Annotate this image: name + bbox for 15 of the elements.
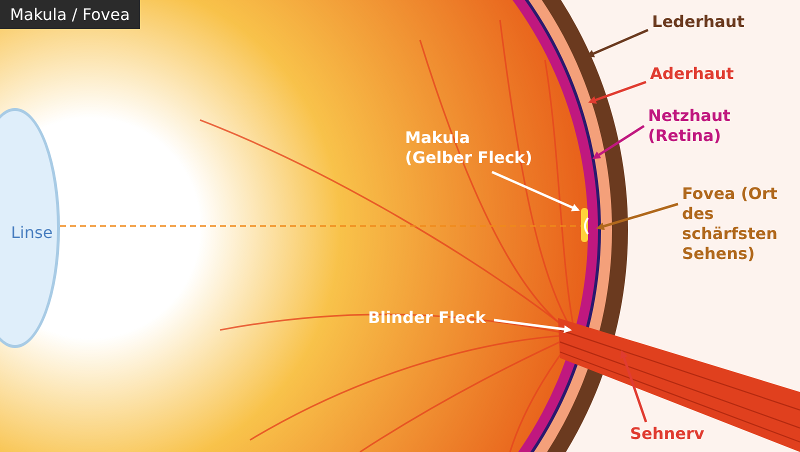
part-label: Aderhaut	[650, 64, 770, 84]
leader-line	[620, 350, 648, 422]
part-label: Netzhaut (Retina)	[648, 106, 778, 146]
part-label: Sehnerv	[630, 424, 730, 444]
leader-line	[494, 318, 572, 334]
leader-line	[492, 170, 580, 212]
leader-line	[596, 202, 678, 230]
lens-label: Linse	[11, 223, 53, 243]
part-label: Lederhaut	[652, 12, 772, 32]
leader-line	[592, 124, 645, 160]
title: Makula / Fovea	[0, 0, 140, 29]
part-label: Makula (Gelber Fleck)	[405, 128, 535, 168]
part-label: Blinder Fleck	[368, 308, 498, 328]
leader-line	[588, 80, 646, 104]
part-label: Fovea (Ort des schärfsten Sehens)	[682, 184, 797, 264]
